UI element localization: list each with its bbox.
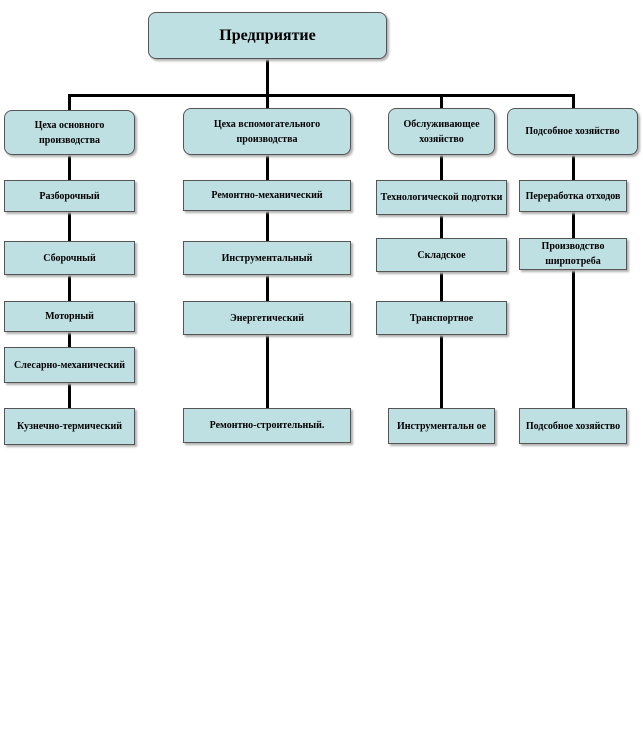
node-consumer-goods: Производство ширпотреба (519, 238, 627, 270)
connector-col2-spine (266, 155, 269, 408)
node-technological-preparation: Технологической подготки (376, 180, 507, 215)
node-warehouse: Складское (376, 238, 507, 272)
node-energy: Энергетический (183, 301, 351, 335)
node-disassembly: Разборочный (4, 180, 135, 212)
connector-bus-col1 (68, 94, 71, 110)
node-subsidiary-farm: Подсобное хозяйство (519, 408, 627, 444)
node-waste-processing: Переработка отходов (519, 180, 627, 212)
connector-col1-spine (68, 155, 71, 408)
node-forge-thermal: Кузнечно-термический (4, 408, 135, 445)
node-transport: Транспортное (376, 301, 507, 335)
node-repair-mechanical: Ремонтно-механический (183, 180, 351, 211)
node-fitter-mechanical: Слесарно-механический (4, 347, 135, 383)
root-node: Предприятие (148, 12, 387, 59)
column-header-main-production: Цеха основного производства (4, 110, 135, 155)
connector-bus-col3 (440, 94, 443, 108)
column-header-subsidiary-farm: Подсобное хозяйство (507, 108, 638, 155)
connector-bus-col4 (572, 94, 575, 108)
connector-root-down (266, 59, 269, 95)
column-header-service-facilities: Обслуживающее хозяйство (388, 108, 495, 155)
connector-bus (68, 94, 575, 97)
node-repair-construction: Ремонтно-строительный. (183, 408, 351, 443)
connector-col4-spine (572, 155, 575, 408)
connector-col3-spine (440, 155, 443, 408)
connector-bus-col2 (266, 94, 269, 108)
node-motor: Моторный (4, 301, 135, 332)
node-tool-service: Инструментальн ое (388, 408, 495, 444)
column-header-auxiliary-production: Цеха вспомогательного производства (183, 108, 351, 155)
node-assembly: Сборочный (4, 241, 135, 275)
node-tool: Инструментальный (183, 241, 351, 275)
